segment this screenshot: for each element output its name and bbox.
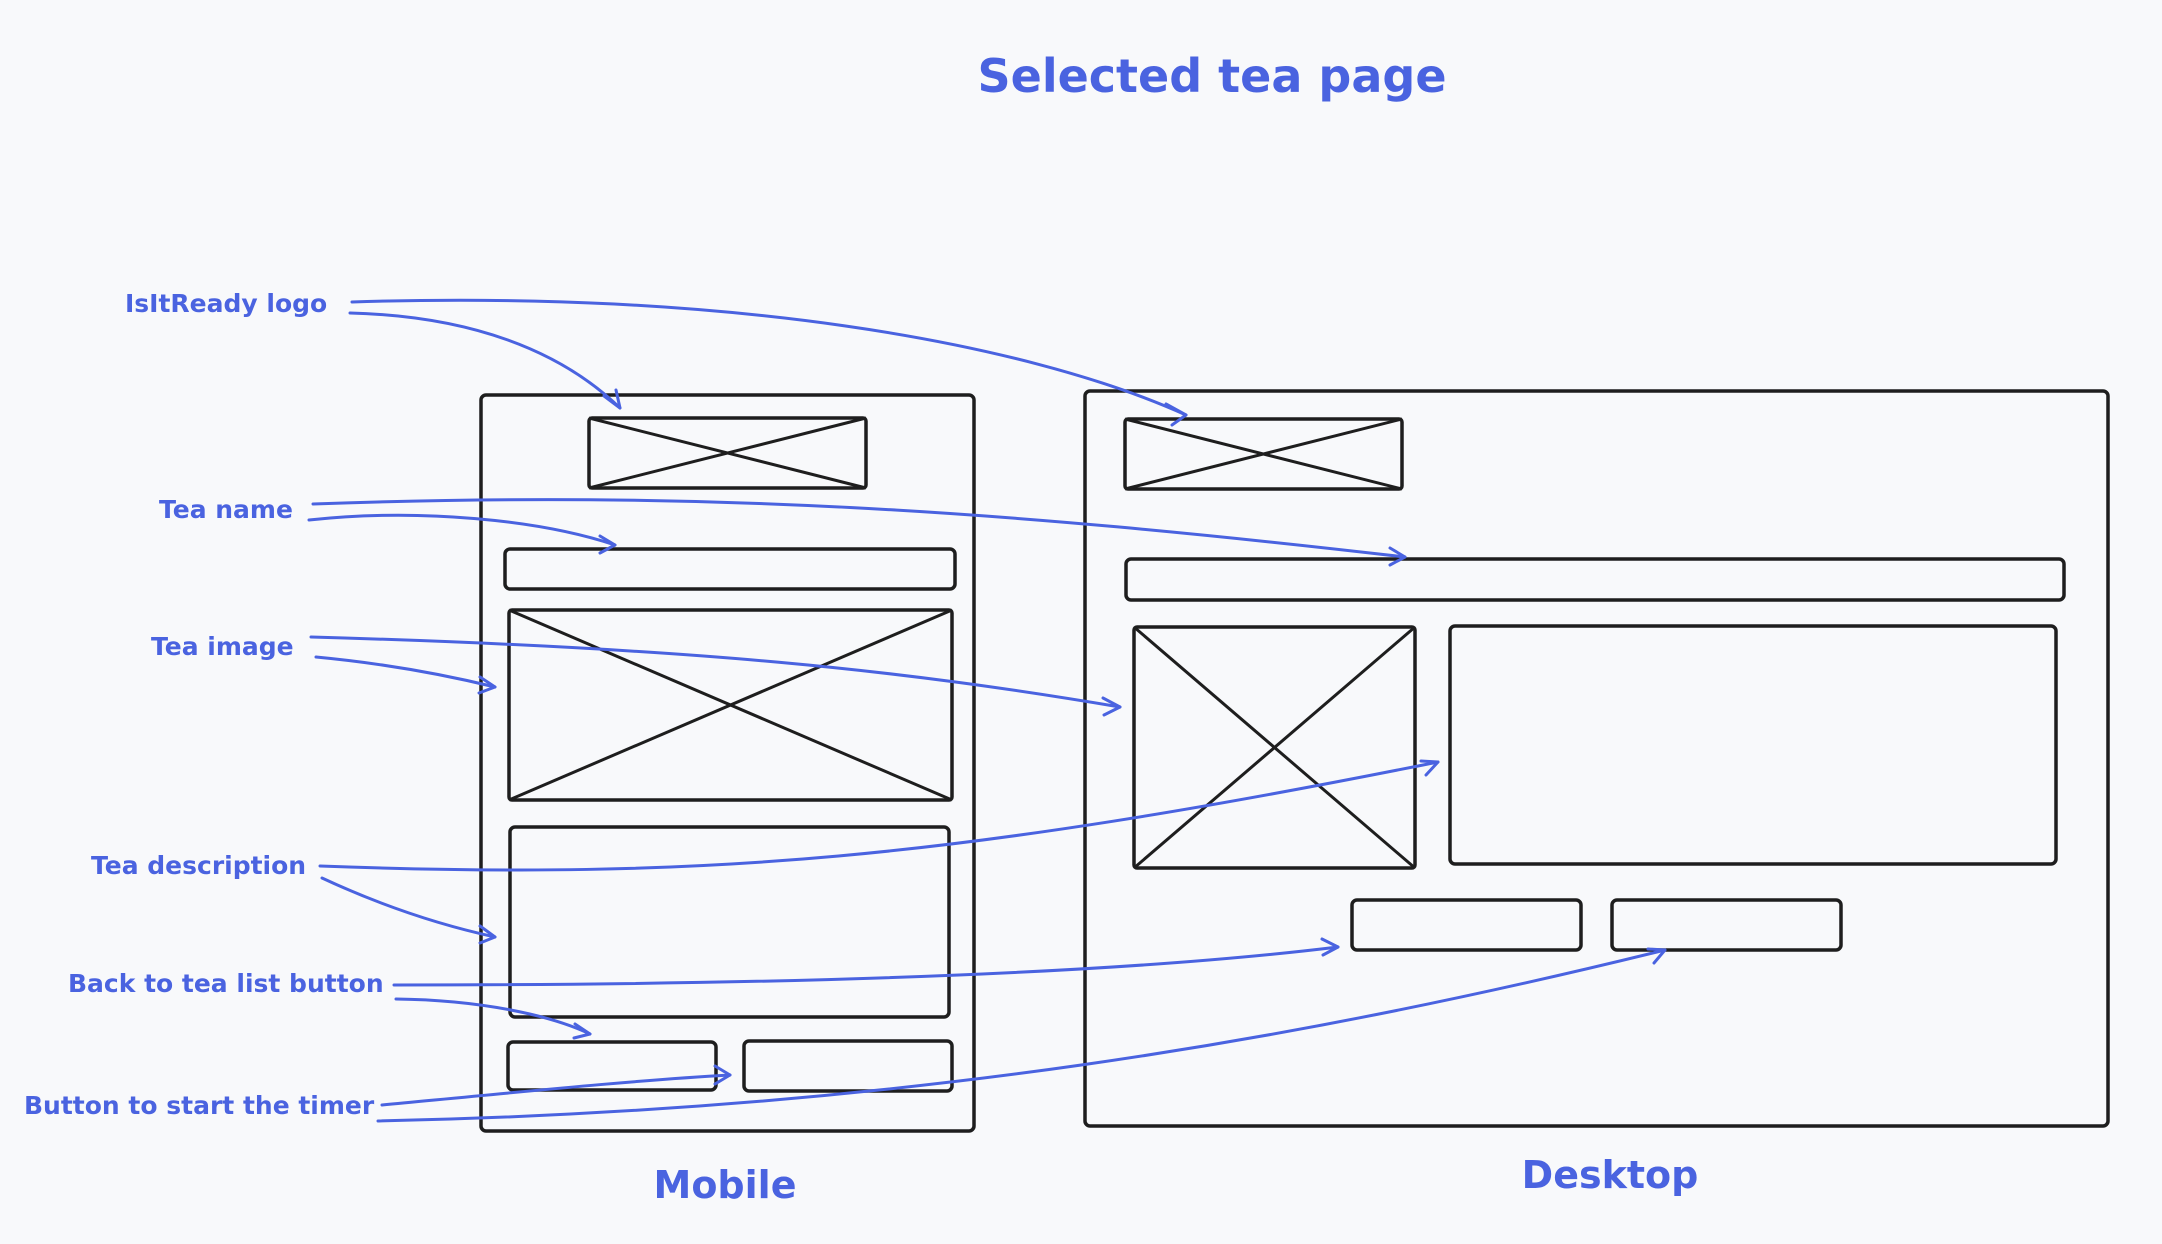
arrow-back-button-mobile	[394, 997, 592, 1036]
mobile-logo-placeholder	[587, 416, 868, 490]
arrow-logo-mobile	[348, 311, 622, 410]
mobile-timer-button-box	[742, 1039, 954, 1093]
label-back-button: Back to tea list button	[68, 969, 384, 998]
desktop-timer-button-box	[1610, 898, 1843, 952]
label-tea-image: Tea image	[151, 632, 294, 661]
desktop-caption: Desktop	[1522, 1153, 1699, 1197]
mobile-tea-description-box	[508, 825, 951, 1019]
arrow-tea-description-desktop	[318, 760, 1440, 872]
desktop-tea-image-placeholder	[1132, 625, 1417, 870]
label-timer-button: Button to start the timer	[24, 1091, 375, 1120]
desktop-back-button-box	[1350, 898, 1583, 952]
desktop-tea-description-box	[1448, 624, 2058, 866]
arrow-tea-description-mobile	[320, 876, 497, 939]
arrow-logo-desktop	[350, 298, 1188, 417]
mobile-frame	[479, 393, 976, 1133]
arrow-tea-image-desktop	[309, 635, 1122, 709]
mobile-caption: Mobile	[654, 1163, 797, 1207]
arrow-tea-name-desktop	[311, 498, 1407, 559]
arrow-timer-button-mobile	[380, 1073, 732, 1107]
arrow-timer-button-desktop	[376, 948, 1667, 1123]
annotation-arrows	[307, 298, 1667, 1123]
mobile-tea-name-box	[503, 547, 957, 591]
arrow-tea-name-mobile	[307, 513, 617, 547]
label-tea-name: Tea name	[159, 495, 293, 524]
desktop-frame	[1083, 389, 2110, 1128]
page-title: Selected tea page	[977, 49, 1446, 103]
desktop-wireframe	[1083, 389, 2110, 1128]
label-tea-description: Tea description	[91, 851, 306, 880]
arrow-tea-image-mobile	[314, 655, 497, 689]
desktop-logo-placeholder	[1123, 417, 1404, 491]
label-logo: IsItReady logo	[125, 289, 327, 318]
desktop-tea-name-box	[1124, 557, 2066, 602]
arrow-back-button-desktop	[392, 945, 1340, 987]
mobile-tea-image-placeholder	[507, 608, 954, 802]
